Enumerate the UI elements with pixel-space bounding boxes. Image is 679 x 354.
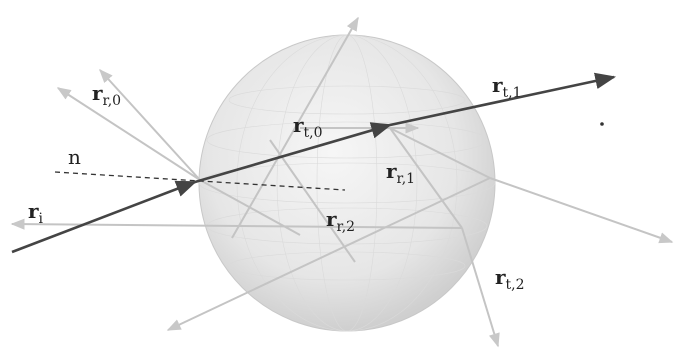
label-r-t2: rt,2 (495, 265, 525, 293)
ray-r-t2 (461, 227, 500, 348)
secondary-rays (10, 16, 674, 348)
label-r-r1: rr,1 (386, 159, 415, 187)
label-r-r2: rr,2 (326, 207, 355, 235)
sphere (198, 34, 496, 332)
label-r-i: ri (28, 199, 44, 227)
label-r-t0: rt,0 (293, 113, 323, 141)
ray-r-r1 (489, 177, 674, 244)
label-n: n (68, 145, 81, 169)
label-r-r0: rr,0 (92, 81, 121, 109)
ray-r-r1-a (389, 127, 491, 179)
ray-bottom (166, 177, 491, 331)
ray-r-r0-b (99, 68, 201, 181)
ray-r-r0 (56, 87, 201, 181)
ray-upward (231, 16, 359, 239)
dot (600, 122, 604, 126)
sphere-grid (198, 34, 496, 332)
ray-inner-2 (269, 139, 356, 263)
label-r-t1: rt,1 (492, 73, 522, 101)
main-ray (11, 72, 617, 254)
ray-inner-3 (199, 179, 301, 236)
ray-inner-1 (389, 127, 463, 229)
